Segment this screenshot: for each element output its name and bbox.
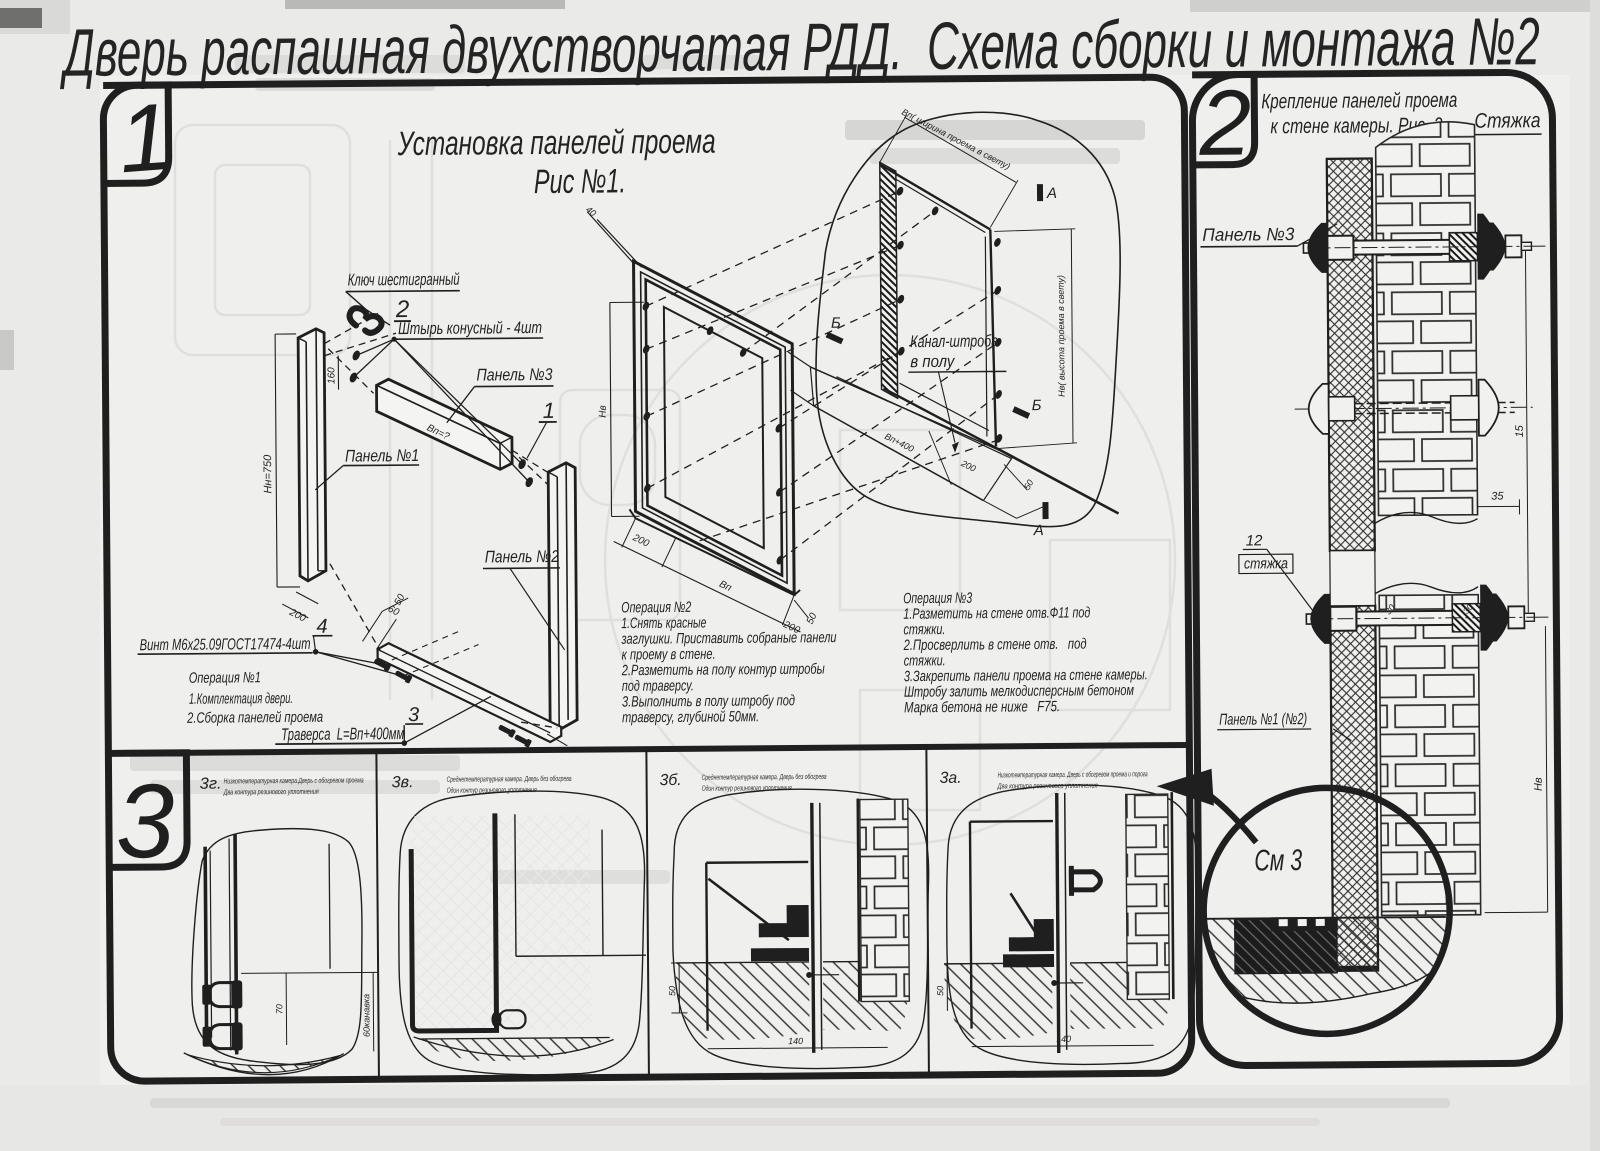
svg-text:А: А [1046,185,1057,202]
svg-text:12: 12 [1246,532,1263,549]
svg-text:2: 2 [395,296,410,323]
svg-text:Стяжка: Стяжка [1474,109,1540,133]
svg-text:Штырь конусный - 4шт: Штырь конусный - 4шт [398,318,542,338]
svg-text:Панель №3: Панель №3 [1202,224,1294,245]
svg-text:Панель №3: Панель №3 [476,365,553,385]
svg-text:160: 160 [326,367,337,384]
svg-text:15: 15 [1514,424,1526,437]
svg-text:под траверсу.: под траверсу. [622,677,694,695]
svg-text:Один контур резинового уплотне: Один контур резинового уплотнения [447,785,537,795]
svg-text:Операция №3: Операция №3 [903,590,973,608]
svg-text:Операция №1: Операция №1 [189,669,261,687]
svg-text:Нв( высота проема в свету): Нв( высота проема в свету) [1056,275,1067,397]
svg-text:траверсу, глубиной 50мм.: траверсу, глубиной 50мм. [622,708,759,726]
svg-text:3: 3 [408,704,419,726]
svg-text:30: 30 [1383,602,1397,616]
svg-text:1.Разметить на стене отв.Ф11 п: 1.Разметить на стене отв.Ф11 под [903,604,1090,622]
svg-text:Б: Б [831,315,841,332]
svg-text:Два контура резинового уплотне: Два контура резинового уплотнения [223,787,319,797]
svg-text:Панель №1 (№2): Панель №1 (№2) [1219,711,1307,729]
svg-text:Марка бетона не ниже F75.: Марка бетона не ниже F75. [904,698,1060,716]
svg-text:Панель №1: Панель №1 [345,446,419,466]
svg-text:140: 140 [788,1036,803,1046]
svg-text:50: 50 [935,986,945,996]
svg-text:Штробу залить мелкодисперсным: Штробу залить мелкодисперсным бетоном [904,682,1134,701]
svg-text:Винт М6х25.09ГОСТ17474-4шт: Винт М6х25.09ГОСТ17474-4шт [139,636,310,654]
svg-text:стяжки.: стяжки. [903,621,945,638]
svg-text:стяжка: стяжка [1244,555,1288,572]
svg-text:2.Сборка панелей проема: 2.Сборка панелей проема [186,709,323,727]
svg-text:Вп: Вп [717,579,733,594]
svg-text:50: 50 [1022,478,1036,492]
svg-text:1: 1 [543,398,555,423]
svg-text:3.Выполнить в полу штробу под: 3.Выполнить в полу штробу под [622,692,795,710]
svg-text:Низкотемпературная камера. Две: Низкотемпературная камера. Дверь с обогр… [998,769,1148,779]
svg-text:Нв: Нв [598,405,609,418]
svg-text:заглушки. Приставить собраные: заглушки. Приставить собраные панели [621,629,837,648]
svg-text:к проему в стене.: к проему в стене. [622,646,716,664]
svg-text:См 3: См 3 [1254,844,1302,877]
svg-text:Нн=750: Нн=750 [262,454,274,494]
svg-text:30: 30 [1461,602,1475,616]
svg-text:70: 70 [274,1004,284,1014]
svg-text:1.Снять красные: 1.Снять красные [621,614,706,632]
svg-text:60канавка: 60канавка [361,994,371,1037]
svg-text:2.Просверлить в стене отв. п: 2.Просверлить в стене отв. под [903,636,1087,654]
svg-text:в полу: в полу [910,352,955,371]
svg-text:4: 4 [316,616,327,638]
svg-text:А: А [1033,522,1044,539]
svg-text:Ключ шестигранный: Ключ шестигранный [348,270,461,290]
svg-text:50: 50 [667,986,677,996]
svg-text:Канал-штроба: Канал-штроба [910,331,998,351]
svg-text:Б: Б [1032,397,1042,414]
svg-text:50: 50 [393,592,408,607]
svg-text:2.Разметить на полу контур штр: 2.Разметить на полу контур штробы [621,661,825,680]
svg-text:Среднетемпературная камера. Дв: Среднетемпературная камера. Дверь без об… [447,774,572,784]
svg-text:Операция №2: Операция №2 [621,599,692,617]
svg-text:40: 40 [584,204,598,218]
svg-text:2: 2 [1198,70,1252,174]
svg-text:Нв: Нв [1533,777,1545,791]
svg-text:Панель №2: Панель №2 [485,547,560,567]
svg-text:3а.: 3а. [940,770,962,787]
svg-text:3г.: 3г. [200,776,222,793]
svg-text:50: 50 [805,611,820,626]
svg-text:140: 140 [1056,1034,1071,1044]
svg-text:3: 3 [115,763,174,880]
svg-text:3б.: 3б. [660,772,682,789]
svg-text:Один контур резинового уплотне: Один контур резинового уплотнения [702,783,792,793]
svg-text:1.Комплектация двери.: 1.Комплектация двери. [189,690,293,708]
svg-text:стяжки.: стяжки. [904,652,946,669]
svg-text:Установка панелей проема: Установка панелей проема [397,123,716,164]
svg-text:3в.: 3в. [392,774,414,791]
svg-text:35: 35 [1491,490,1504,502]
svg-text:Крепление панелей проема: Крепление панелей проема [1261,89,1457,114]
svg-text:Среднетемпературная камера. Дв: Среднетемпературная камера. Дверь без об… [702,772,827,782]
svg-text:1: 1 [115,84,176,194]
svg-text:3.Закрепить панели проема на с: 3.Закрепить панели проема на стене камер… [904,666,1148,685]
svg-text:Рис №1.: Рис №1. [534,162,626,201]
svg-text:Траверса L=Вп+400мм: Траверса L=Вп+400мм [281,724,404,744]
svg-text:Низкотемпературная камера.Двер: Низкотемпературная камера.Дверь с обогре… [224,775,364,785]
